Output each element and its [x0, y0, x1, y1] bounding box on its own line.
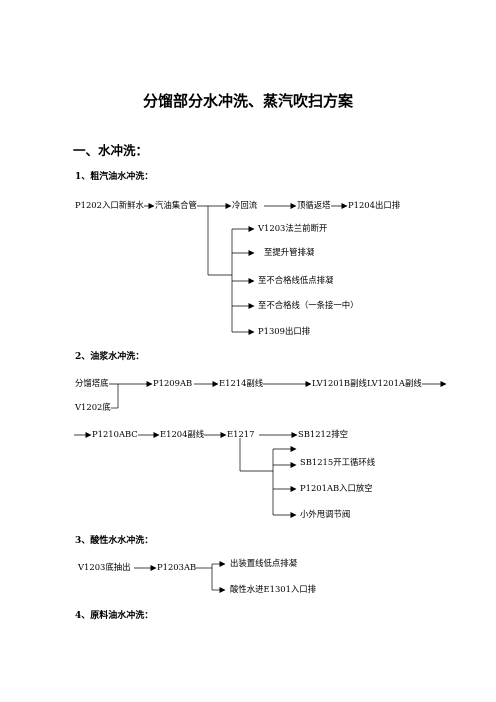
- flow-node: P1202入口新鲜水: [75, 200, 144, 210]
- flow-node: LV1201B副线: [312, 378, 367, 388]
- flow-node: 分馏塔底: [75, 378, 109, 388]
- flow-node: 小外甩调节阀: [300, 509, 351, 519]
- flow-node: V1202底: [75, 402, 111, 412]
- flow-node: 冷回流: [232, 200, 258, 210]
- flow-node: P1209AB: [153, 378, 193, 388]
- subsection-heading: 1、粗汽油水冲洗：: [75, 172, 154, 182]
- flow-node: E1204副线: [160, 429, 205, 439]
- flow-node: P1203AB: [157, 562, 197, 572]
- flow-node: V1203底抽出: [78, 562, 131, 572]
- flow-node: 酸性水进E1301入口排: [230, 584, 317, 594]
- flow-node: V1203法兰前断开: [258, 223, 328, 233]
- page-title: 分馏部分水冲洗、蒸汽吹扫方案: [142, 92, 353, 110]
- flow-node: P1309出口排: [258, 326, 311, 336]
- flow-node: 至不合格线（一条接一中）: [258, 300, 359, 310]
- flow-node: SB1212排空: [298, 429, 348, 439]
- flow-node: E1217: [227, 429, 255, 439]
- subsection-heading: 2、油浆水冲洗：: [75, 352, 145, 362]
- flow-node: P1204出口排: [348, 200, 401, 210]
- subsection-heading: 4、原料油水冲洗：: [75, 611, 154, 621]
- flow-node: P1201AB入口放空: [300, 483, 373, 493]
- flow-node: 出装置线低点排凝: [230, 558, 297, 568]
- flow-node: 顶循返塔: [297, 200, 331, 210]
- flow-node: 至不合格线低点排凝: [258, 275, 334, 285]
- subsection-heading: 3、酸性水水冲洗：: [75, 536, 154, 546]
- flow-node: P1210ABC: [92, 429, 138, 439]
- flow-node: E1214副线: [219, 378, 264, 388]
- flow-node: 汽油集合管: [155, 200, 197, 210]
- section-heading: 一、水冲洗：: [73, 143, 149, 158]
- flow-node: SB1215开工循环线: [300, 457, 376, 467]
- flow-node: 至提升管排凝: [264, 247, 315, 257]
- flow-node: LV1201A副线: [367, 378, 422, 388]
